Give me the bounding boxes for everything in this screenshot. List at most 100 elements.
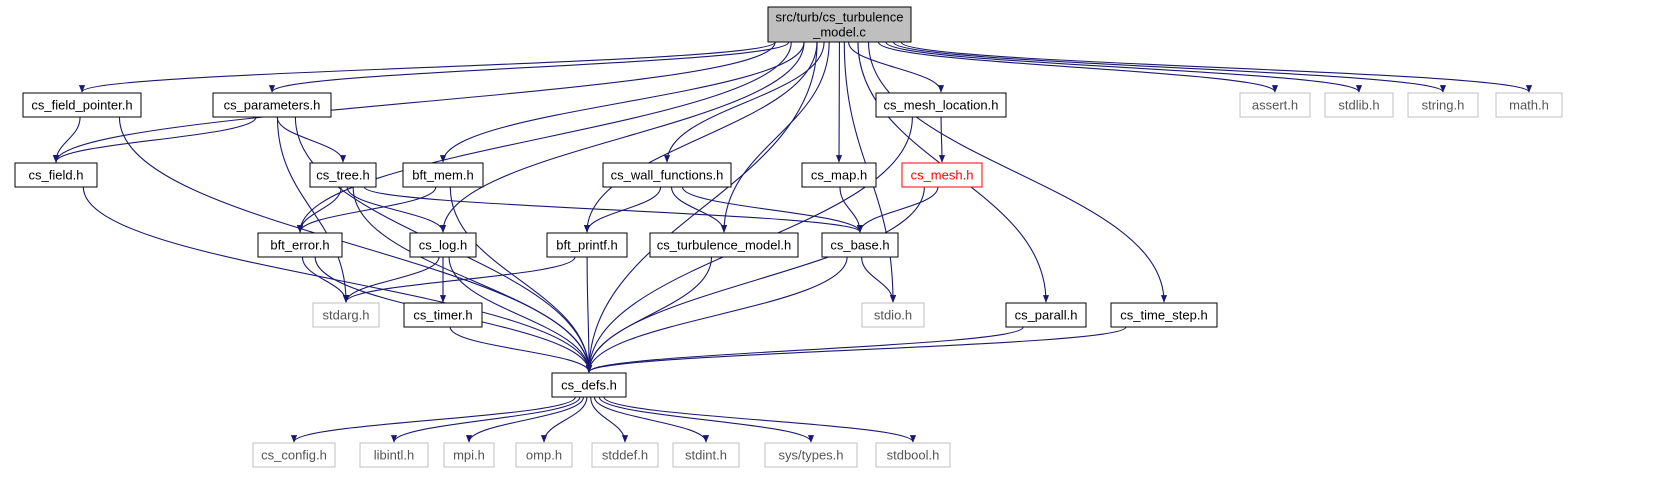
node-cs-parall-h[interactable]: cs_parall.h <box>1005 302 1087 328</box>
node-stddef-h[interactable]: stddef.h <box>591 442 659 468</box>
node-cs-time-step-h[interactable]: cs_time_step.h <box>1110 302 1218 328</box>
node-bft-printf-h[interactable]: bft_printf.h <box>546 232 628 258</box>
node-box[interactable] <box>649 232 799 258</box>
node-bft-mem-h[interactable]: bft_mem.h <box>402 162 484 188</box>
node-label: bft_printf.h <box>556 238 617 253</box>
node-cs-config-h[interactable]: cs_config.h <box>252 442 336 468</box>
node-label: omp.h <box>526 448 562 463</box>
edge-cs_base_h-to-cs_defs_h <box>585 256 848 373</box>
node-omp-h[interactable]: omp.h <box>515 442 573 468</box>
node-box[interactable] <box>252 442 336 468</box>
node-cs-tree-h[interactable]: cs_tree.h <box>309 162 377 188</box>
node-stdarg-h[interactable]: stdarg.h <box>312 302 380 328</box>
node-box[interactable] <box>1005 302 1087 328</box>
edge-root-to-cs_defs_h <box>585 41 818 373</box>
node-box[interactable] <box>443 442 495 468</box>
node-label: bft_error.h <box>270 238 329 253</box>
node-box[interactable] <box>821 232 899 258</box>
node-box[interactable] <box>212 92 332 118</box>
node-label: cs_map.h <box>811 168 867 183</box>
node-box[interactable] <box>767 6 912 43</box>
node-label: cs_field.h <box>29 168 84 183</box>
node-cs-timer-h[interactable]: cs_timer.h <box>403 302 483 328</box>
edge-root-to-bft_printf_h <box>583 41 818 233</box>
node-math-h[interactable]: math.h <box>1495 92 1563 118</box>
nodes-layer: src/turb/cs_turbulence_model.c cs_field_p… <box>14 6 1563 468</box>
node-box[interactable] <box>1495 92 1563 118</box>
node-box[interactable] <box>551 372 627 398</box>
node-box[interactable] <box>764 442 858 468</box>
node-box[interactable] <box>901 162 983 188</box>
node-cs-wall-functions-h[interactable]: cs_wall_functions.h <box>602 162 732 188</box>
node-cs-turbulence-model-h[interactable]: cs_turbulence_model.h <box>649 232 799 258</box>
node-box[interactable] <box>409 232 477 258</box>
node-box[interactable] <box>602 162 732 188</box>
edge-cs_field_h-to-cs_defs_h <box>82 186 593 373</box>
node-box[interactable] <box>672 442 740 468</box>
node-stdbool-h[interactable]: stdbool.h <box>875 442 951 468</box>
node-box[interactable] <box>312 302 380 328</box>
edge-cs_defs_h-to-stdint_h <box>593 396 710 443</box>
node-box[interactable] <box>257 232 343 258</box>
node-box[interactable] <box>359 442 429 468</box>
node-stdint-h[interactable]: stdint.h <box>672 442 740 468</box>
node-box[interactable] <box>1110 302 1218 328</box>
node-root[interactable]: src/turb/cs_turbulence_model.c <box>767 6 912 43</box>
edge-cs_wall_functions_h-to-bft_printf_h <box>583 186 662 233</box>
node-box[interactable] <box>14 162 98 188</box>
edge-cs_timer_h-to-cs_defs_h <box>449 326 593 373</box>
node-label: stdio.h <box>874 308 912 323</box>
node-stdlib-h[interactable]: stdlib.h <box>1324 92 1394 118</box>
edge-root-to-string_h <box>892 41 1446 93</box>
node-box[interactable] <box>1324 92 1394 118</box>
node-box[interactable] <box>546 232 628 258</box>
node-label: cs_config.h <box>261 448 327 463</box>
node-libintl-h[interactable]: libintl.h <box>359 442 429 468</box>
node-bft-error-h[interactable]: bft_error.h <box>257 232 343 258</box>
node-cs-parameters-h[interactable]: cs_parameters.h <box>212 92 332 118</box>
edge-cs_parameters_h-to-stdarg_h <box>276 116 350 303</box>
edge-cs_turbulence_model_h-to-cs_defs_h <box>585 256 713 373</box>
node-label: cs_mesh.h <box>911 168 974 183</box>
node-box[interactable] <box>402 162 484 188</box>
node-mpi-h[interactable]: mpi.h <box>443 442 495 468</box>
node-box[interactable] <box>591 442 659 468</box>
edge-cs_defs_h-to-stdbool_h <box>603 396 916 443</box>
node-box[interactable] <box>1407 92 1479 118</box>
node-label: cs_parameters.h <box>224 98 321 113</box>
node-box[interactable] <box>801 162 877 188</box>
edge-cs_parameters_h-to-cs_tree_h <box>276 116 347 163</box>
node-cs-log-h[interactable]: cs_log.h <box>409 232 477 258</box>
node-cs-field-h[interactable]: cs_field.h <box>14 162 98 188</box>
node-sys-types-h[interactable]: sys/types.h <box>764 442 858 468</box>
edge-cs_defs_h-to-libintl_h <box>390 396 581 443</box>
node-cs-field-pointer-h[interactable]: cs_field_pointer.h <box>22 92 142 118</box>
node-box[interactable] <box>309 162 377 188</box>
node-label: cs_time_step.h <box>1120 308 1207 323</box>
node-box[interactable] <box>515 442 573 468</box>
node-box[interactable] <box>861 302 925 328</box>
node-label: cs_field_pointer.h <box>31 98 132 113</box>
node-cs-map-h[interactable]: cs_map.h <box>801 162 877 188</box>
node-label: _model.c <box>812 25 866 40</box>
edge-bft_printf_h-to-cs_defs_h <box>585 256 593 373</box>
node-label: cs_parall.h <box>1015 308 1078 323</box>
edge-cs_mesh_h-to-cs_base_h <box>856 186 939 233</box>
edge-root-to-cs_field_h <box>53 41 776 163</box>
node-cs-defs-h[interactable]: cs_defs.h <box>551 372 627 398</box>
node-box[interactable] <box>875 442 951 468</box>
node-cs-mesh-h[interactable]: cs_mesh.h <box>901 162 983 188</box>
node-box[interactable] <box>403 302 483 328</box>
node-string-h[interactable]: string.h <box>1407 92 1479 118</box>
node-assert-h[interactable]: assert.h <box>1239 92 1311 118</box>
edge-root-to-cs_mesh_location_h <box>848 41 945 93</box>
node-box[interactable] <box>22 92 142 118</box>
node-cs-base-h[interactable]: cs_base.h <box>821 232 899 258</box>
edge-bft_printf_h-to-stdarg_h <box>343 256 576 303</box>
node-label: mpi.h <box>453 448 485 463</box>
node-cs-mesh-location-h[interactable]: cs_mesh_location.h <box>875 92 1007 118</box>
edge-root-to-cs_wall_functions_h <box>663 41 825 163</box>
node-box[interactable] <box>1239 92 1311 118</box>
node-stdio-h[interactable]: stdio.h <box>861 302 925 328</box>
node-box[interactable] <box>875 92 1007 118</box>
